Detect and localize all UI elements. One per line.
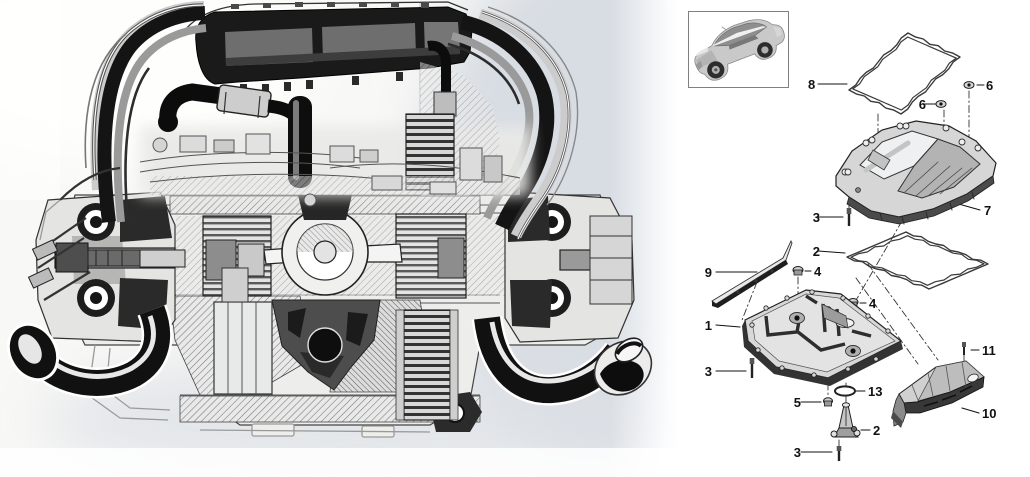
svg-text:6: 6 bbox=[919, 97, 926, 112]
svg-text:13: 13 bbox=[868, 384, 882, 399]
svg-text:4: 4 bbox=[869, 296, 877, 311]
svg-text:9: 9 bbox=[705, 265, 712, 280]
svg-text:10: 10 bbox=[982, 406, 996, 421]
svg-text:3: 3 bbox=[705, 364, 712, 379]
svg-text:2: 2 bbox=[813, 244, 820, 259]
svg-text:6: 6 bbox=[986, 78, 993, 93]
svg-text:1: 1 bbox=[705, 318, 712, 333]
svg-text:3: 3 bbox=[813, 210, 820, 225]
svg-text:7: 7 bbox=[984, 203, 991, 218]
svg-text:4: 4 bbox=[814, 264, 822, 279]
svg-text:5: 5 bbox=[794, 395, 801, 410]
svg-text:11: 11 bbox=[982, 343, 996, 358]
svg-text:8: 8 bbox=[808, 77, 815, 92]
svg-text:2: 2 bbox=[873, 423, 880, 438]
svg-text:3: 3 bbox=[794, 445, 801, 460]
